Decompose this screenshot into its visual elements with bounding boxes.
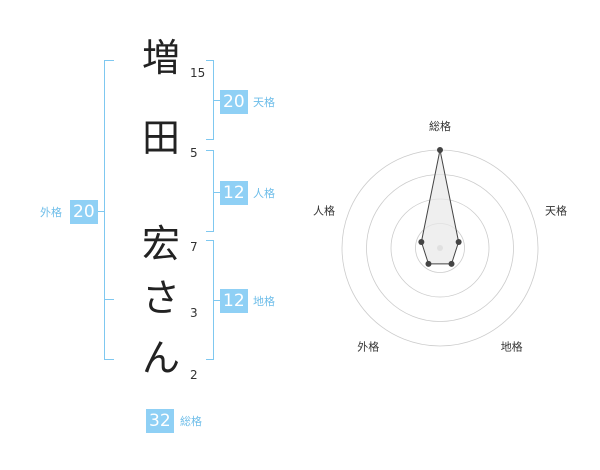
stroke-count-3: 7 bbox=[190, 240, 198, 254]
gaikaku-label: 外格 bbox=[40, 206, 62, 219]
radar-point-3 bbox=[448, 260, 455, 267]
jinkaku-value: 12 bbox=[220, 181, 248, 205]
radar-axis-label-4: 外格 bbox=[357, 340, 379, 354]
radar-points bbox=[418, 147, 462, 267]
tenkaku-label: 天格 bbox=[253, 96, 275, 109]
gaikaku-connector bbox=[96, 211, 104, 212]
tenkaku-connector bbox=[213, 100, 221, 101]
stroke-count-5: 2 bbox=[190, 368, 198, 382]
radar-point-4 bbox=[425, 260, 432, 267]
soukaku-label: 総格 bbox=[180, 415, 202, 428]
chikaku-label: 地格 bbox=[253, 295, 275, 308]
jinkaku-label: 人格 bbox=[253, 187, 275, 200]
radar-axis-label-3: 地格 bbox=[501, 340, 523, 354]
radar-point-1 bbox=[437, 147, 443, 153]
name-char-3: 宏 bbox=[141, 222, 180, 266]
name-char-1: 増 bbox=[141, 36, 180, 80]
radar-axis-label-5: 人格 bbox=[313, 203, 335, 217]
name-char-5: ん bbox=[141, 336, 180, 380]
tenkaku-value: 20 bbox=[220, 90, 248, 114]
radar-axis-label-1: 総格 bbox=[429, 119, 451, 133]
name-char-4: さ bbox=[141, 276, 180, 320]
jinkaku-connector bbox=[213, 192, 221, 193]
radar-series-polygon bbox=[420, 149, 460, 265]
gaikaku-value: 20 bbox=[70, 200, 98, 224]
chikaku-value: 12 bbox=[220, 289, 248, 313]
name-char-2: 田 bbox=[141, 116, 180, 160]
soukaku-value: 32 bbox=[146, 409, 174, 433]
radar-axis-label-2: 天格 bbox=[545, 203, 567, 217]
stroke-count-4: 3 bbox=[190, 306, 198, 320]
jinkaku-bracket bbox=[206, 150, 214, 232]
radar-point-2 bbox=[455, 238, 462, 245]
stroke-count-2: 5 bbox=[190, 146, 198, 160]
chikaku-connector bbox=[213, 300, 221, 301]
radar-point-5 bbox=[418, 238, 425, 245]
gaikaku-bracket-inner-tick bbox=[104, 299, 114, 300]
stroke-count-1: 15 bbox=[190, 66, 206, 80]
gaikaku-bracket bbox=[104, 60, 114, 360]
